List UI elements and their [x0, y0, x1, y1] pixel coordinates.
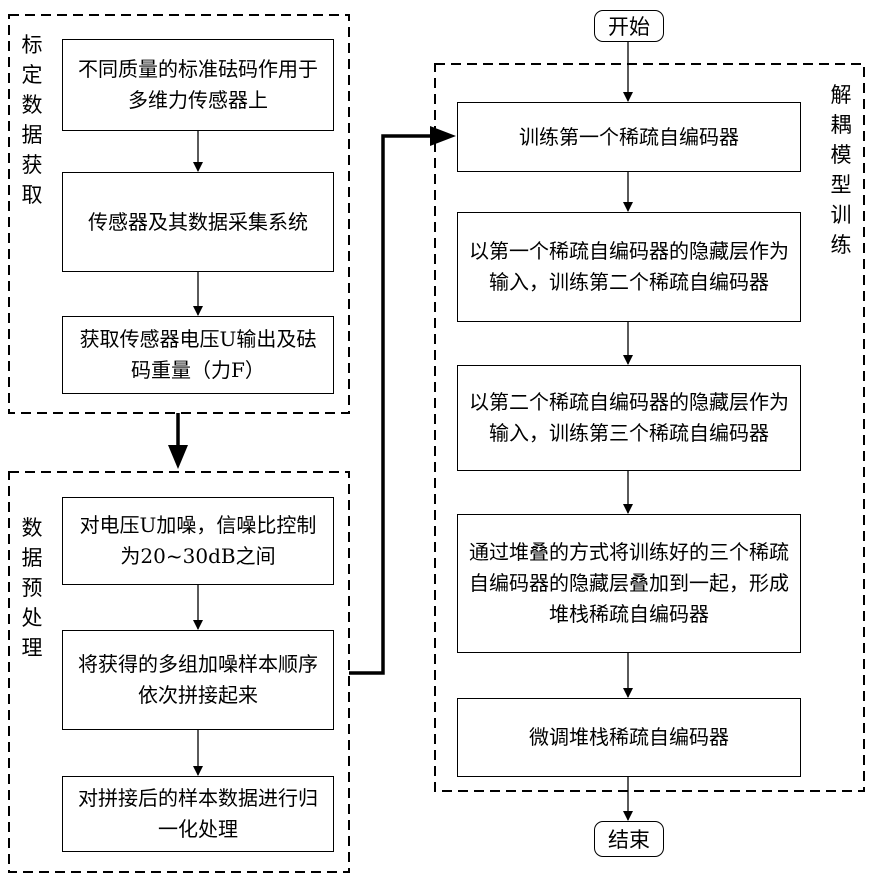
- group-label-calibration: 标定数据获取: [17, 30, 47, 210]
- step-train-first-sae: 训练第一个稀疏自编码器: [457, 102, 801, 172]
- step-apply-standard-weights: 不同质量的标准砝码作用于多维力传感器上: [62, 39, 334, 131]
- step-sensor-acquisition-system: 传感器及其数据采集系统: [62, 172, 334, 272]
- step-concatenate-samples: 将获得的多组加噪样本顺序依次拼接起来: [62, 630, 334, 730]
- step-get-voltage-and-force: 获取传感器电压U输出及砝码重量（力F）: [62, 316, 334, 394]
- group-label-training: 解耦模型训练: [826, 80, 856, 260]
- step-train-third-sae: 以第二个稀疏自编码器的隐藏层作为输入，训练第三个稀疏自编码器: [457, 365, 801, 471]
- end-terminal: 结束: [594, 821, 664, 857]
- connector-preprocess-to-training: [349, 136, 432, 673]
- group-label-preprocess: 数据预处理: [17, 513, 47, 663]
- arrowhead-preprocess-to-training: [430, 126, 456, 146]
- step-finetune-stacked-sae: 微调堆栈稀疏自编码器: [457, 698, 801, 777]
- step-normalize: 对拼接后的样本数据进行归一化处理: [62, 776, 334, 852]
- step-stack-sae: 通过堆叠的方式将训练好的三个稀疏自编码器的隐藏层叠加到一起，形成堆栈稀疏自编码器: [457, 514, 801, 653]
- step-add-noise: 对电压U加噪，信噪比控制为20~30dB之间: [62, 497, 334, 585]
- start-terminal: 开始: [594, 10, 664, 42]
- step-train-second-sae: 以第一个稀疏自编码器的隐藏层作为输入，训练第二个稀疏自编码器: [457, 212, 801, 322]
- arrowhead-cal-to-preprocess: [168, 445, 188, 469]
